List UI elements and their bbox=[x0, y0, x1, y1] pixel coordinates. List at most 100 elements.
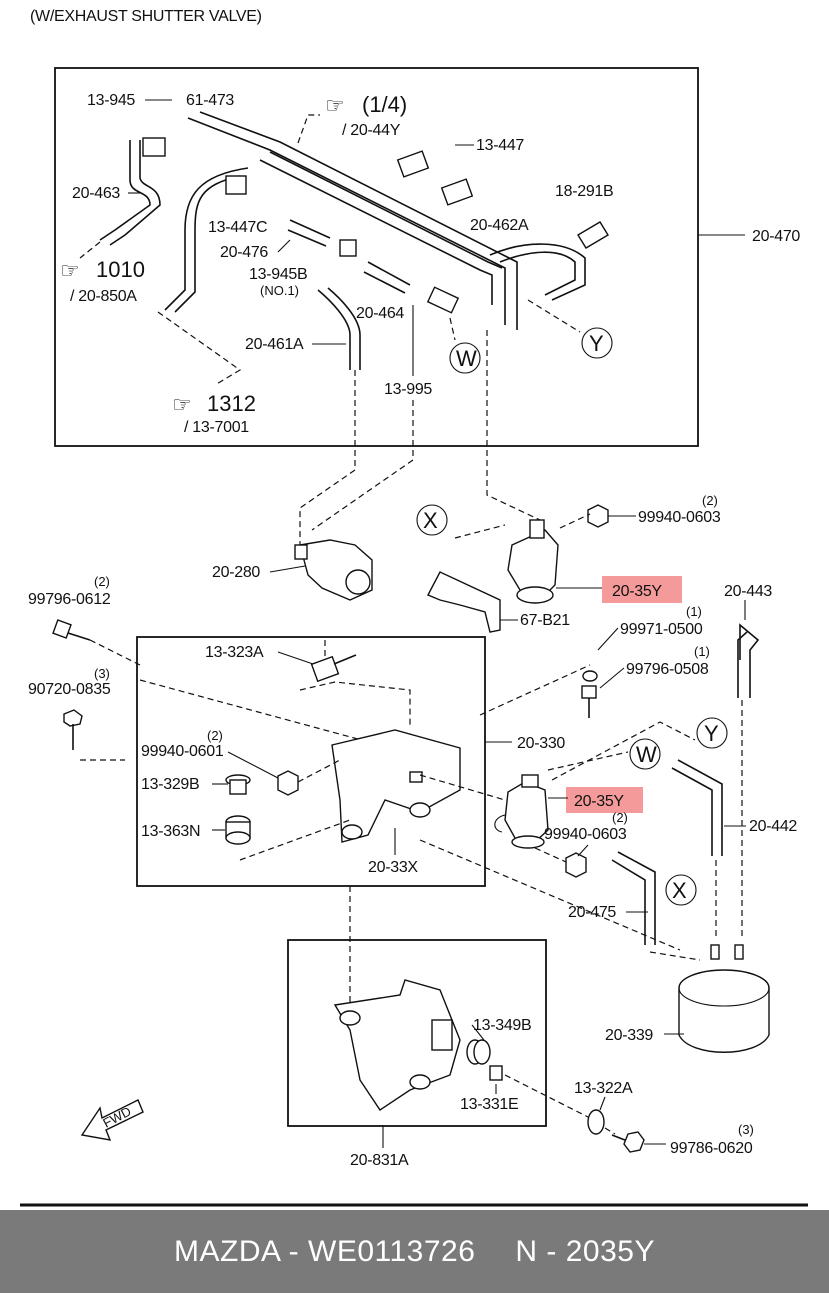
ref-1312-num: 1312 bbox=[207, 391, 256, 416]
label-13-349B: 13-349B bbox=[473, 1017, 531, 1034]
header-title: (W/EXHAUST SHUTTER VALVE) bbox=[30, 8, 262, 25]
footer-brand: MAZDA - WE0113726 bbox=[174, 1234, 476, 1268]
marker-y-top: Y bbox=[581, 327, 613, 359]
label-13-331E: 13-331E bbox=[460, 1096, 518, 1113]
marker-w-top: W bbox=[449, 342, 481, 374]
top-assembly-box bbox=[54, 67, 699, 447]
label-qty-2-c: (2) bbox=[207, 728, 223, 743]
valve-20-35Y-upper bbox=[507, 519, 559, 604]
label-99940-0601: 99940-0601 bbox=[141, 743, 224, 760]
washer-99971-0500 bbox=[582, 670, 598, 682]
label-13-329B: 13-329B bbox=[141, 776, 199, 793]
nut-99940-0603-lower bbox=[565, 852, 587, 878]
grommet-13-363N bbox=[225, 815, 251, 845]
label-99796-0508: 99796-0508 bbox=[626, 661, 709, 678]
ref-1010: ☞ 1010 / 20-850A bbox=[60, 257, 145, 305]
vacuum-pipe-assembly bbox=[99, 111, 609, 370]
label-13-945B-note: (NO.1) bbox=[260, 283, 299, 298]
highlight-20-35Y-lower bbox=[566, 787, 643, 813]
collar-13-331E bbox=[489, 1065, 503, 1081]
bracket-assembly-box bbox=[136, 636, 486, 887]
label-13-363N: 13-363N bbox=[141, 823, 200, 840]
label-20-462A: 20-462A bbox=[470, 217, 529, 234]
label-20-35Y-upper: 20-35Y bbox=[612, 583, 662, 600]
label-qty-3-a: (3) bbox=[94, 666, 110, 681]
label-20-461A: 20-461A bbox=[245, 336, 304, 353]
parts-diagram: (W/EXHAUST SHUTTER VALVE) 20-470 bbox=[20, 8, 808, 1207]
label-20-463: 20-463 bbox=[72, 185, 120, 202]
grommet-13-349B bbox=[466, 1039, 491, 1065]
bracket-67-B21 bbox=[427, 571, 501, 633]
label-20-330: 20-330 bbox=[517, 735, 565, 752]
label-qty-3-b: (3) bbox=[738, 1122, 754, 1137]
label-20-475: 20-475 bbox=[568, 904, 616, 921]
bushing-13-329B bbox=[225, 774, 251, 795]
ref-1010-sub: / 20-850A bbox=[70, 288, 137, 305]
label-99940-0603-upper: 99940-0603 bbox=[638, 509, 721, 526]
label-20-339: 20-339 bbox=[605, 1027, 653, 1044]
hose-20-443 bbox=[739, 623, 760, 698]
valve-20-35Y-lower bbox=[494, 774, 549, 849]
label-qty-1-b: (1) bbox=[694, 644, 710, 659]
label-qty-2-b: (2) bbox=[94, 574, 110, 589]
svg-text:W: W bbox=[636, 742, 657, 767]
label-67-B21: 67-B21 bbox=[520, 612, 570, 629]
label-99971-0500: 99971-0500 bbox=[620, 621, 703, 638]
label-99786-0620: 99786-0620 bbox=[670, 1140, 753, 1157]
svg-text:X: X bbox=[423, 508, 438, 533]
label-99940-0603-lower: 99940-0603 bbox=[544, 826, 627, 843]
nut-99940-0601 bbox=[277, 770, 299, 796]
label-13-322A: 13-322A bbox=[574, 1080, 633, 1097]
label-20-33X: 20-33X bbox=[368, 859, 418, 876]
label-qty-1-a: (1) bbox=[686, 604, 702, 619]
marker-y-mid: Y bbox=[696, 717, 728, 749]
label-20-443: 20-443 bbox=[724, 583, 772, 600]
footer-bar: MAZDA - WE0113726 N - 2035Y bbox=[0, 1210, 829, 1293]
bolt-99796-0508 bbox=[581, 685, 597, 718]
label-20-831A: 20-831A bbox=[350, 1152, 409, 1169]
label-20-280: 20-280 bbox=[212, 564, 260, 581]
label-61-473: 61-473 bbox=[186, 92, 234, 109]
ref-1-4-sub: / 20-44Y bbox=[342, 122, 401, 139]
label-20-476: 20-476 bbox=[220, 244, 268, 261]
label-13-945B: 13-945B bbox=[249, 266, 307, 283]
svg-text:Y: Y bbox=[589, 331, 604, 356]
footer-code: N - 2035Y bbox=[515, 1234, 655, 1268]
label-20-470: 20-470 bbox=[752, 228, 800, 245]
svg-text:W: W bbox=[456, 346, 477, 371]
bolt-99796-0612 bbox=[52, 619, 91, 641]
bolt-99786-0620 bbox=[611, 1131, 645, 1153]
label-qty-2-a: (2) bbox=[702, 493, 718, 508]
washer-13-322A bbox=[587, 1109, 605, 1135]
label-qty-2-d: (2) bbox=[612, 810, 628, 825]
ref-1010-num: 1010 bbox=[96, 257, 145, 282]
label-13-995: 13-995 bbox=[384, 381, 432, 398]
marker-x-lower: X bbox=[665, 874, 697, 906]
ref-1312: ☞ 1312 / 13-7001 bbox=[172, 391, 256, 436]
label-18-291B: 18-291B bbox=[555, 183, 613, 200]
sensor-13-323A bbox=[310, 654, 357, 683]
bracket-20-33X bbox=[331, 729, 461, 843]
svg-text:Y: Y bbox=[704, 721, 719, 746]
bracket-20-831A bbox=[333, 979, 461, 1111]
label-13-447C: 13-447C bbox=[208, 219, 267, 236]
ref-1-4-num: (1/4) bbox=[362, 92, 407, 117]
hose-20-442 bbox=[671, 767, 713, 856]
bolt-90720-0835 bbox=[63, 709, 83, 750]
svg-text:X: X bbox=[672, 878, 687, 903]
hose-20-475 bbox=[611, 859, 646, 945]
label-20-35Y-lower: 20-35Y bbox=[574, 793, 624, 810]
lower-bracket-box bbox=[287, 939, 547, 1127]
label-20-442: 20-442 bbox=[749, 818, 797, 835]
nut-99940-0603-upper bbox=[587, 504, 609, 528]
label-90720-0835: 90720-0835 bbox=[28, 681, 111, 698]
label-13-323A: 13-323A bbox=[205, 644, 264, 661]
ref-1312-sub: / 13-7001 bbox=[184, 419, 249, 436]
label-20-464: 20-464 bbox=[356, 305, 404, 322]
label-13-945: 13-945 bbox=[87, 92, 135, 109]
svg-text:FWD: FWD bbox=[100, 1104, 133, 1131]
label-99796-0612: 99796-0612 bbox=[28, 591, 111, 608]
highlight-20-35Y-upper bbox=[602, 576, 682, 603]
forward-arrow-icon: FWD bbox=[80, 1099, 144, 1141]
hand-pointer-icon: ☞ bbox=[325, 93, 345, 118]
